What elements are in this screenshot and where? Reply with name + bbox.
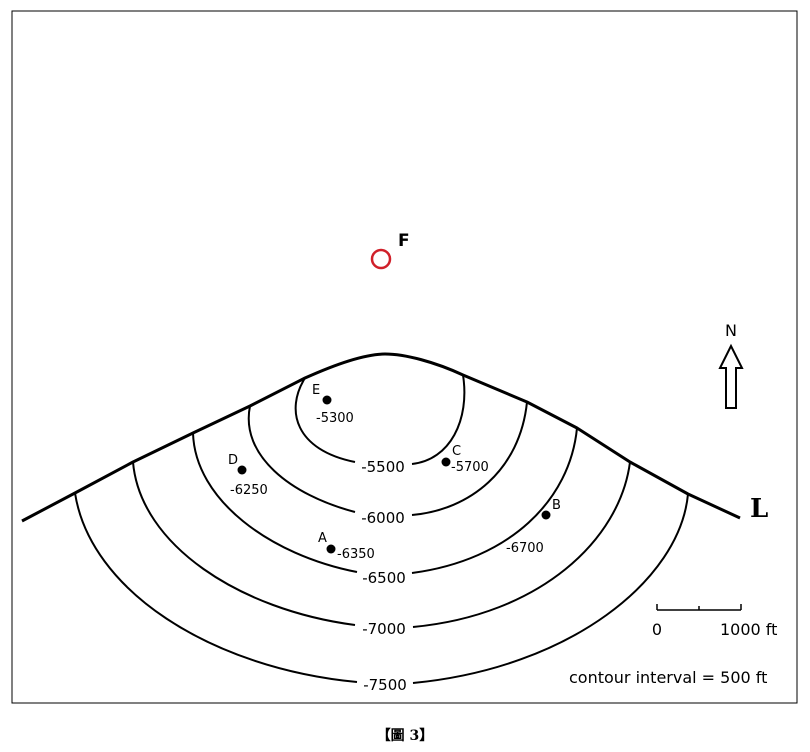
well-label: C (452, 444, 461, 459)
well-a: A -6350 (318, 531, 375, 562)
north-arrow-icon: N (718, 321, 744, 409)
well-depth: -6700 (506, 541, 544, 556)
contour-line-7000 (132, 461, 631, 628)
scale-bar: 0 1000 ft (652, 604, 777, 639)
well-depth: -5300 (316, 411, 354, 426)
contour-line-7500 (74, 492, 689, 684)
contour-interval-note: contour interval = 500 ft (569, 668, 767, 687)
proposed-well-f: F (370, 231, 410, 270)
contour-label: -7000 (362, 620, 406, 638)
scale-start-label: 0 (652, 620, 662, 639)
well-label: B (552, 498, 561, 513)
scale-end-label: 1000 ft (720, 620, 777, 639)
well-depth: -6350 (337, 547, 375, 562)
fault-line (21, 352, 741, 523)
figure-caption: 【圖 3】 (377, 727, 434, 744)
well-c: C -5700 (441, 444, 489, 475)
contour-line-6000 (247, 401, 528, 516)
well-depth: -5700 (451, 460, 489, 475)
well-label: A (318, 531, 327, 546)
well-label: E (312, 383, 320, 398)
contour-label: -6000 (361, 509, 405, 527)
contour-line-6500 (192, 427, 578, 574)
contour-label: -7500 (363, 676, 407, 694)
well-e: E -5300 (312, 383, 354, 426)
north-label: N (725, 321, 737, 340)
fault-label: L (750, 494, 768, 524)
proposed-well-label: F (398, 231, 410, 251)
contour-label: -5500 (361, 458, 405, 476)
well-label: D (228, 453, 238, 468)
well-b: B -6700 (506, 498, 561, 556)
proposed-well-marker (370, 248, 392, 270)
contour-line-5500 (294, 374, 466, 465)
contour-label: -6500 (362, 569, 406, 587)
map-frame (11, 10, 798, 704)
well-depth: -6250 (230, 483, 268, 498)
well-d: D -6250 (228, 453, 268, 498)
